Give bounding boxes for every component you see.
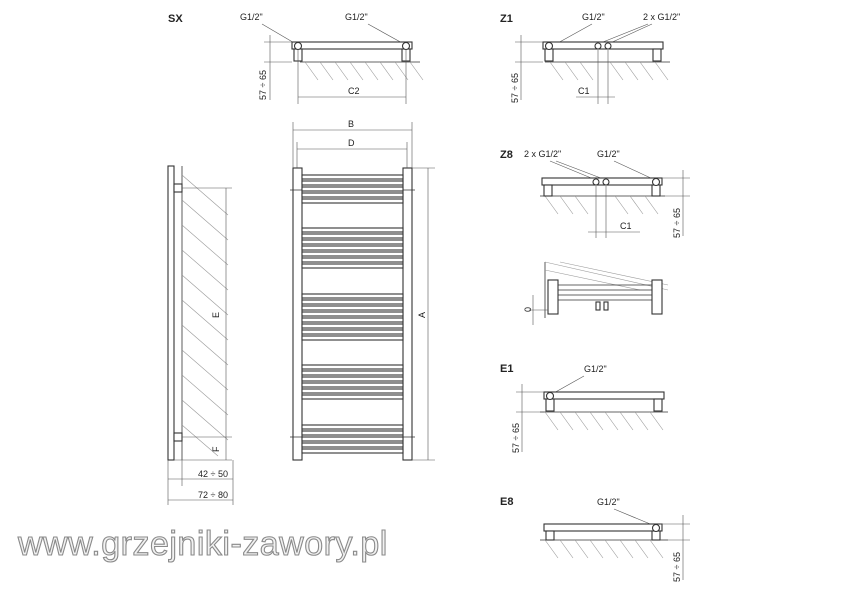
z8-top-view: Z8 2 x G1/2" G1/2" 57 ÷ 65 C1 <box>500 149 690 238</box>
e8-top-view: E8 G1/2" 57 ÷ 65 <box>500 496 690 582</box>
sx-connection-right-label: G1/2" <box>345 12 368 22</box>
sx-top-view: SX G1/2" G1/2" 57 ÷ 65 C2 <box>168 12 424 104</box>
side-view: E F 42 ÷ 50 72 ÷ 80 <box>167 165 234 505</box>
z1-top-view: Z1 G1/2" 2 x G1/2" 57 ÷ 65 C1 <box>500 12 680 104</box>
sx-connection-left-label: G1/2" <box>240 12 263 22</box>
z1-connection-single-label: G1/2" <box>582 12 605 22</box>
z1-spacing-dim: C1 <box>578 86 590 96</box>
e1-top-view: E1 G1/2" 57 ÷ 65 <box>500 363 668 453</box>
connection-point-icon <box>602 178 610 186</box>
e8-connection-label: G1/2" <box>597 497 620 507</box>
front-dim-d: D <box>348 138 355 148</box>
side-dim-e: E <box>211 312 221 318</box>
connection-point-icon <box>293 41 303 51</box>
wall-hatch <box>181 174 229 457</box>
e1-title: E1 <box>500 363 513 375</box>
front-dim-a: A <box>417 312 427 318</box>
side-depth-dim-1: 42 ÷ 50 <box>198 469 228 479</box>
front-view: B D A <box>290 119 435 461</box>
connection-point-icon <box>592 178 600 186</box>
e1-height-dim: 57 ÷ 65 <box>511 423 521 453</box>
z1-connection-double-label: 2 x G1/2" <box>643 12 680 22</box>
front-rails <box>301 174 404 454</box>
e8-height-dim: 57 ÷ 65 <box>672 552 682 582</box>
z8-connection-double-label: 2 x G1/2" <box>524 149 561 159</box>
z1-title: Z1 <box>500 13 513 25</box>
watermark-text: www.grzejniki-zawory.pl <box>17 525 388 563</box>
z8-height-dim: 57 ÷ 65 <box>672 208 682 238</box>
tilted-detail-view: 0 <box>523 261 669 325</box>
front-dim-b: B <box>348 119 354 129</box>
z1-height-dim: 57 ÷ 65 <box>510 73 520 103</box>
connection-point-icon <box>604 42 612 50</box>
connection-point-icon <box>594 42 602 50</box>
connection-point-icon <box>545 391 555 401</box>
z8-spacing-dim: C1 <box>620 221 632 231</box>
wall-hatch <box>300 61 424 81</box>
side-dim-f: F <box>211 446 221 452</box>
connection-point-icon <box>651 523 661 533</box>
side-depth-dim-2: 72 ÷ 80 <box>198 490 228 500</box>
z8-connection-single-label: G1/2" <box>597 149 620 159</box>
connection-point-icon <box>401 41 411 51</box>
sx-spacing-dim: C2 <box>348 86 360 96</box>
connection-point-icon <box>651 177 661 187</box>
tilt-offset-dim: 0 <box>523 307 533 312</box>
e1-connection-label: G1/2" <box>584 364 607 374</box>
connection-point-icon <box>544 41 554 51</box>
sx-title: SX <box>168 13 183 25</box>
z8-title: Z8 <box>500 149 513 161</box>
e8-title: E8 <box>500 496 513 508</box>
sx-height-dim: 57 ÷ 65 <box>258 70 268 100</box>
